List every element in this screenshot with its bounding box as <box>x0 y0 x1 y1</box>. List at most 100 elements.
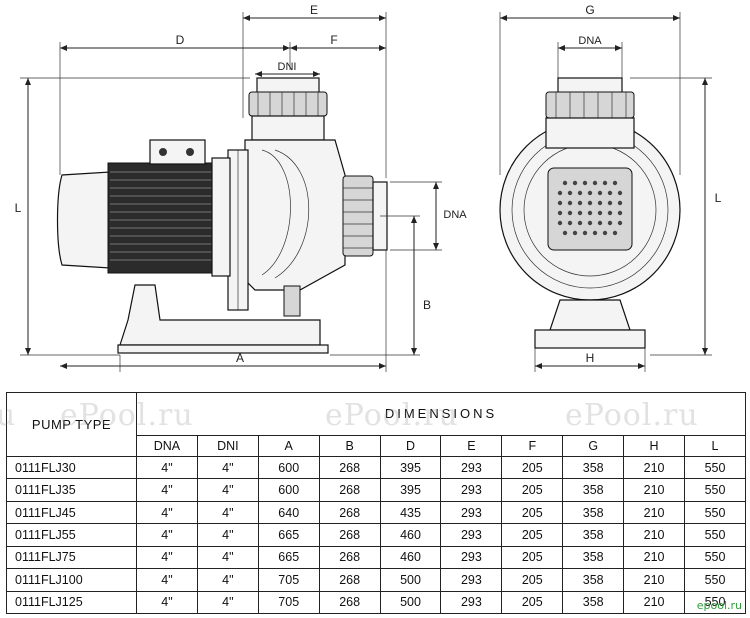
table-cell: 665 <box>257 523 320 547</box>
table-cell: 4" <box>196 478 259 502</box>
table-cell: 600 <box>257 478 320 502</box>
table-cell: 293 <box>440 500 503 525</box>
table-cell: 210 <box>623 523 686 547</box>
dimensions-table-container: PUMP TYPE DIMENSIONS DNA DNI A B D E F G… <box>6 392 746 615</box>
table-cell: 4" <box>136 568 198 592</box>
table-cell: 705 <box>257 568 320 592</box>
table-cell: 460 <box>379 545 442 570</box>
table-cell: 293 <box>440 545 503 570</box>
dim-label-d: D <box>176 33 185 47</box>
column-header: DNA <box>136 435 198 457</box>
dim-label-dna-front: DNA <box>578 35 602 47</box>
column-header: A <box>257 435 320 457</box>
model-cell: 0111FLJ125 <box>6 590 137 615</box>
table-cell: 4" <box>136 545 198 570</box>
model-cell: 0111FLJ55 <box>6 523 137 547</box>
table-cell: 268 <box>318 590 381 615</box>
dim-label-g: G <box>585 3 594 17</box>
table-cell: 210 <box>623 568 686 592</box>
table-cell: 358 <box>562 545 625 570</box>
table-cell: 293 <box>440 590 503 615</box>
table-cell: 205 <box>501 523 564 547</box>
column-header: F <box>501 435 564 457</box>
table-cell: 4" <box>136 590 198 615</box>
table-cell: 705 <box>257 590 320 615</box>
table-row: 0111FLJ75 4" 4" 665 268 460 293 205 358 … <box>6 545 746 570</box>
table-cell: 293 <box>440 455 503 480</box>
table-cell: 600 <box>257 455 320 480</box>
column-header: B <box>318 435 381 457</box>
table-cell: 268 <box>318 545 381 570</box>
table-cell: 268 <box>318 523 381 547</box>
table-cell: 550 <box>684 590 746 615</box>
table-cell: 550 <box>684 500 746 525</box>
table-cell: 205 <box>501 568 564 592</box>
table-cell: 550 <box>684 478 746 502</box>
table-cell: 358 <box>562 455 625 480</box>
table-row: 0111FLJ45 4" 4" 640 268 435 293 205 358 … <box>6 500 746 525</box>
dimensions-header: DIMENSIONS <box>136 392 746 436</box>
table-cell: 4" <box>196 545 259 570</box>
column-header: DNI <box>196 435 259 457</box>
table-cell: 293 <box>440 478 503 502</box>
table-cell: 205 <box>501 500 564 525</box>
table-cell: 550 <box>684 523 746 547</box>
table-cell: 500 <box>379 590 442 615</box>
table-cell: 550 <box>684 568 746 592</box>
table-cell: 4" <box>136 455 198 480</box>
table-row: 0111FLJ30 4" 4" 600 268 395 293 205 358 … <box>6 455 746 480</box>
table-cell: 665 <box>257 545 320 570</box>
table-cell: 395 <box>379 455 442 480</box>
dim-label-dni: DNI <box>278 61 297 73</box>
table-cell: 293 <box>440 523 503 547</box>
table-cell: 358 <box>562 590 625 615</box>
table-cell: 4" <box>136 500 198 525</box>
dim-label-f: F <box>330 33 337 47</box>
table-cell: 550 <box>684 545 746 570</box>
table-cell: 205 <box>501 478 564 502</box>
table-cell: 4" <box>196 523 259 547</box>
dim-label-e: E <box>310 3 318 17</box>
table-header-row: PUMP TYPE DIMENSIONS <box>6 392 746 457</box>
table-cell: 210 <box>623 500 686 525</box>
pump-type-header: PUMP TYPE <box>6 392 137 457</box>
table-row: 0111FLJ125 4" 4" 705 268 500 293 205 358… <box>6 590 746 615</box>
dim-label-h: H <box>586 351 595 365</box>
column-header: E <box>440 435 503 457</box>
table-cell: 268 <box>318 478 381 502</box>
table-cell: 293 <box>440 568 503 592</box>
column-header: L <box>684 435 746 457</box>
dim-label-dna-side: DNA <box>443 209 467 221</box>
table-cell: 210 <box>623 545 686 570</box>
dim-label-l-side: L <box>15 201 22 215</box>
table-cell: 358 <box>562 568 625 592</box>
table-row: 0111FLJ100 4" 4" 705 268 500 293 205 358… <box>6 568 746 592</box>
dim-label-a: A <box>236 351 244 365</box>
table-cell: 205 <box>501 455 564 480</box>
table-cell: 210 <box>623 455 686 480</box>
table-cell: 395 <box>379 478 442 502</box>
front-view: G DNA L <box>499 3 722 372</box>
table-cell: 4" <box>196 568 259 592</box>
table-cell: 4" <box>136 478 198 502</box>
table-cell: 550 <box>684 455 746 480</box>
table-cell: 268 <box>318 568 381 592</box>
table-cell: 4" <box>136 523 198 547</box>
table-cell: 210 <box>623 478 686 502</box>
table-row: 0111FLJ55 4" 4" 665 268 460 293 205 358 … <box>6 523 746 547</box>
table-cell: 640 <box>257 500 320 525</box>
dim-label-b: B <box>423 298 431 312</box>
table-cell: 205 <box>501 590 564 615</box>
table-cell: 4" <box>196 590 259 615</box>
table-cell: 358 <box>562 478 625 502</box>
table-cell: 205 <box>501 545 564 570</box>
table-cell: 500 <box>379 568 442 592</box>
table-column-header-row: DNA DNI A B D E F G H L <box>7 435 746 457</box>
model-cell: 0111FLJ30 <box>6 455 137 480</box>
table-cell: 358 <box>562 523 625 547</box>
column-header: D <box>379 435 442 457</box>
dim-label-l-front: L <box>715 191 722 205</box>
table-cell: 358 <box>562 500 625 525</box>
model-cell: 0111FLJ75 <box>6 545 137 570</box>
table-cell: 460 <box>379 523 442 547</box>
